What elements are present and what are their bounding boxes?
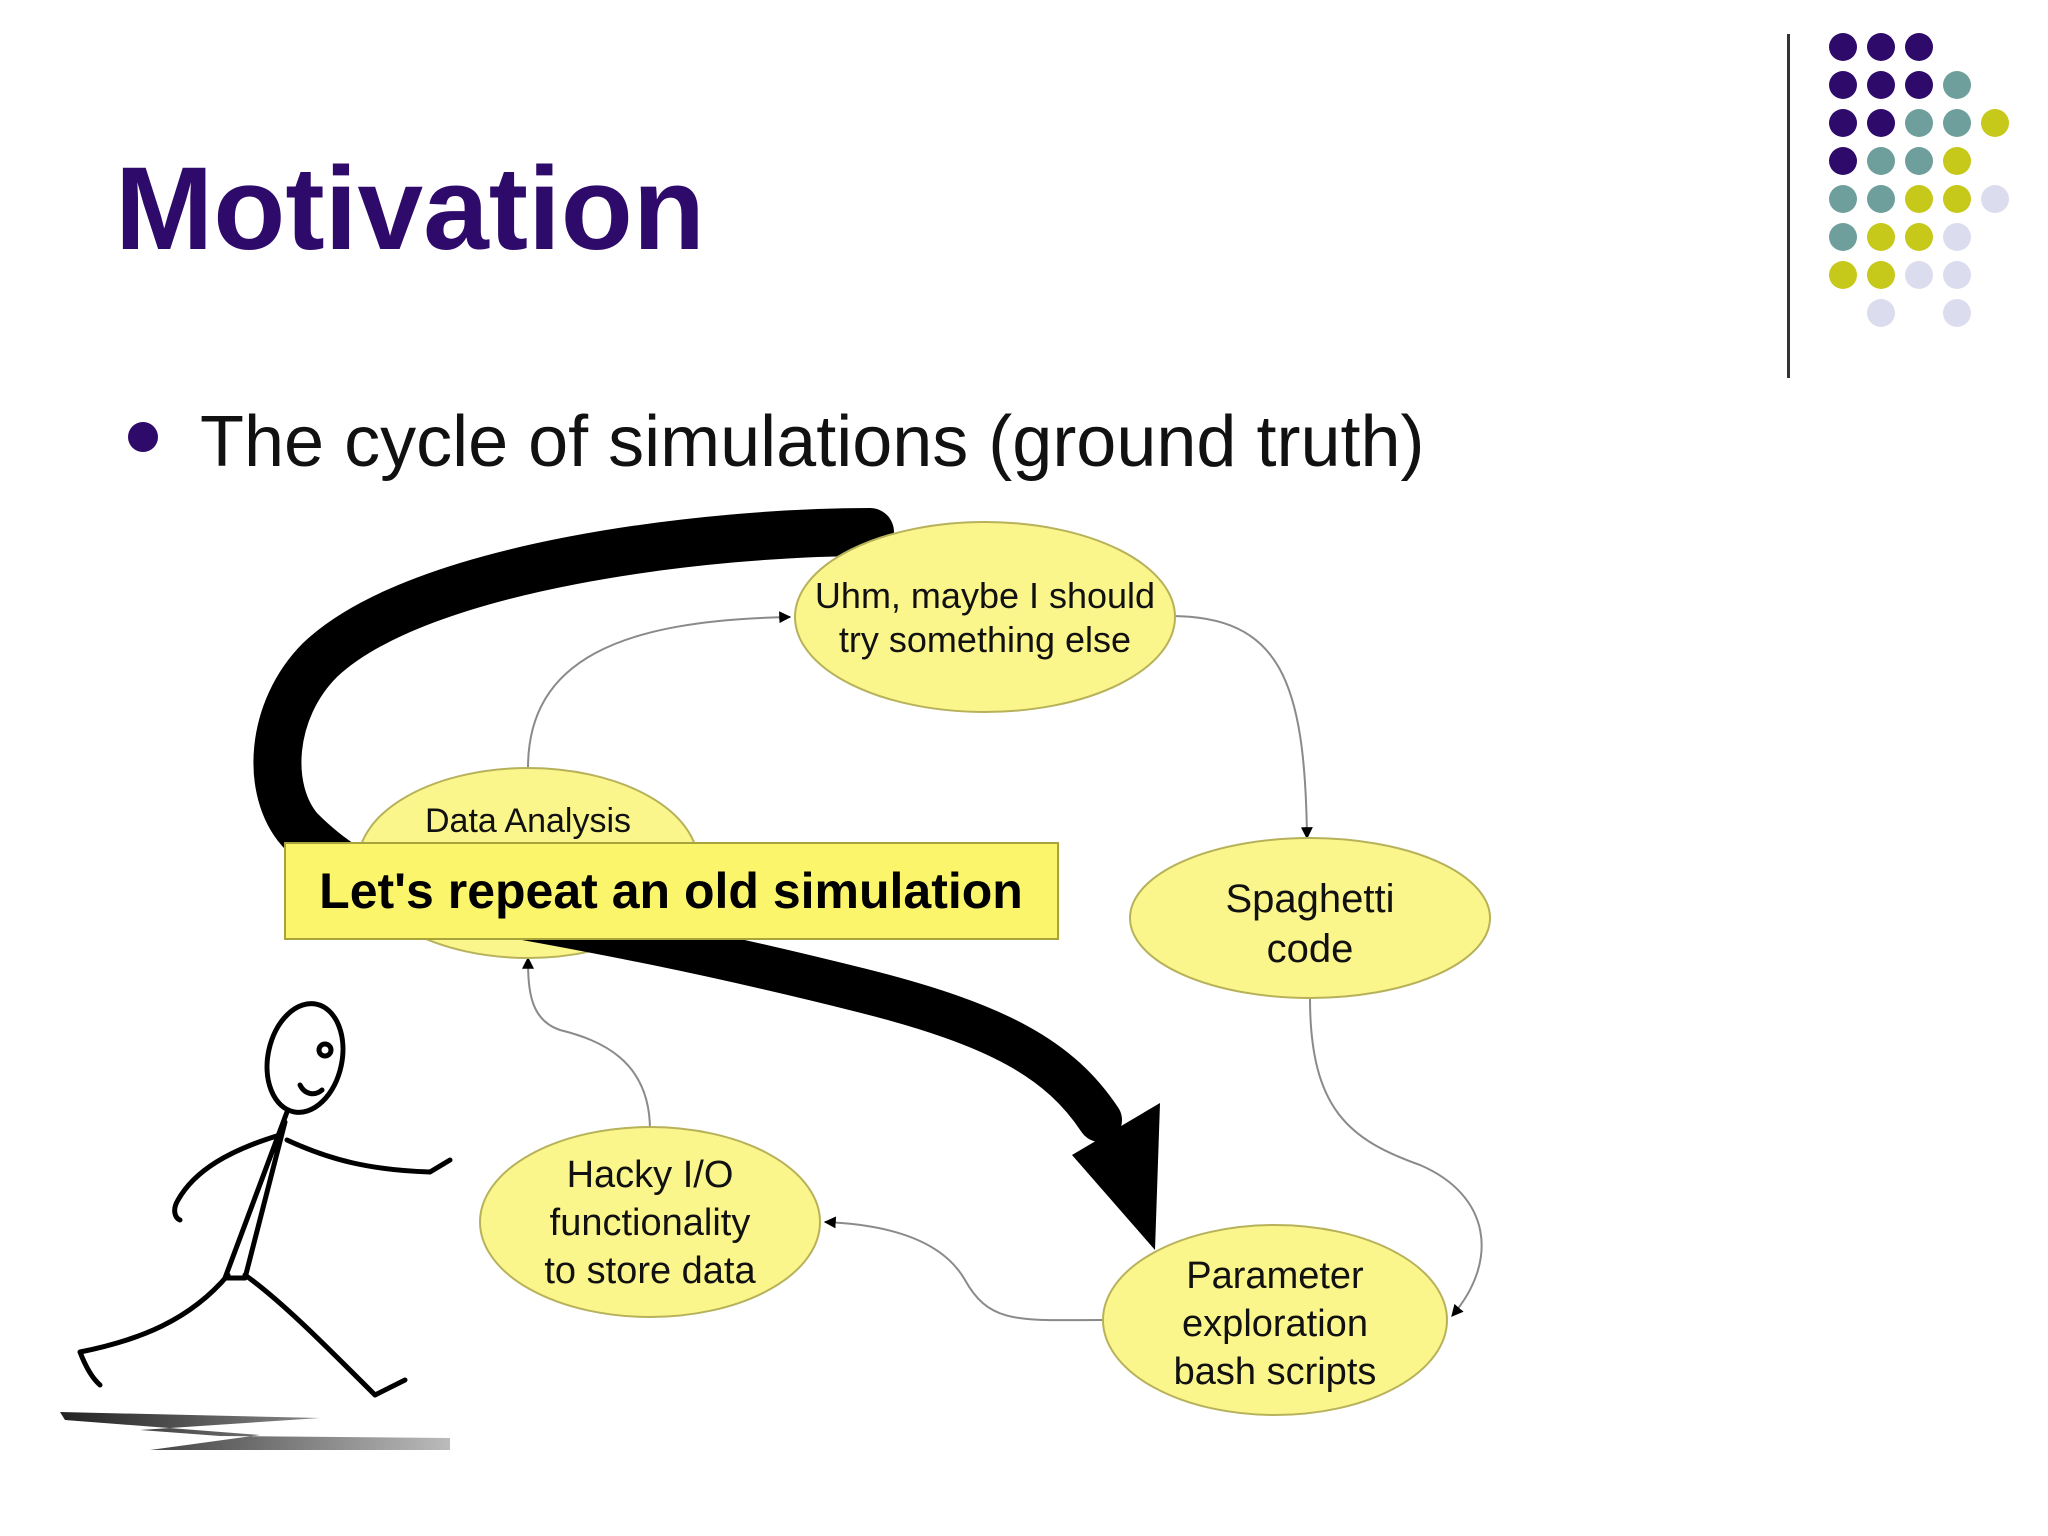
logo-dot [1943,147,1971,175]
node-hacky-line2: functionality [550,1202,751,1244]
node-uhm-line2: try something else [839,619,1131,660]
bullet-text: The cycle of simulations (ground truth) [200,402,1425,482]
node-parameter: Parameter exploration bash scripts [1102,1224,1448,1416]
cycle-connectors [522,611,1483,1322]
logo-dot [1867,71,1895,99]
logo-dot [1905,109,1933,137]
arrow-hacky-to-analysis [522,956,651,1131]
logo-dot [1867,147,1895,175]
node-hacky-io: Hacky I/O functionality to store data [479,1126,821,1318]
logo-dot [1867,299,1895,327]
logo-dot [1905,223,1933,251]
bullet-dot-icon [128,422,158,452]
arrow-parameter-to-hacky [823,1216,1105,1322]
logo-dot [1905,185,1933,213]
logo-dot [1905,71,1933,99]
logo-dot [1867,33,1895,61]
node-parameter-line2: exploration [1182,1303,1368,1345]
logo-dot [1981,109,2009,137]
node-uhm-line1: Uhm, maybe I should [815,575,1155,616]
logo-dot [1867,261,1895,289]
node-hacky-line3: to store data [544,1250,756,1292]
dot-grid-logo-icon [1829,33,2009,327]
slide-title: Motivation [115,143,705,275]
arrow-uhm-to-spaghetti [1169,615,1313,840]
node-spaghetti-line1: Spaghetti [1225,877,1394,921]
logo-dot [1829,185,1857,213]
logo-dot [1829,223,1857,251]
node-parameter-line3: bash scripts [1174,1351,1377,1393]
logo-dot [1829,261,1857,289]
arrow-analysis-to-uhm [527,611,792,769]
logo-dot [1943,299,1971,327]
big-arrow-head-icon [1072,1103,1160,1250]
logo-dot [1905,261,1933,289]
logo-dot [1943,261,1971,289]
logo-dot [1867,223,1895,251]
logo-dot [1867,185,1895,213]
node-parameter-line1: Parameter [1186,1255,1364,1297]
callout-text: Let's repeat an old simulation [319,863,1023,919]
node-hacky-line1: Hacky I/O [567,1154,734,1196]
logo-dot [1943,71,1971,99]
logo-dot [1943,109,1971,137]
logo-dot [1905,147,1933,175]
logo-dot [1943,223,1971,251]
running-stick-figure-icon [77,1001,453,1398]
callout-box: Let's repeat an old simulation [284,842,1059,940]
header-divider [1787,34,1790,378]
logo-dot [1867,109,1895,137]
motion-lines [60,1412,450,1450]
node-spaghetti: Spaghetti code [1129,837,1491,999]
logo-dot [1829,147,1857,175]
logo-dot [1829,109,1857,137]
node-data-analysis-label: Data Analysis [425,802,631,840]
arrow-spaghetti-to-parameter [1309,997,1483,1317]
node-uhm: Uhm, maybe I should try something else [794,521,1176,713]
logo-dot [1905,33,1933,61]
logo-dot [1943,185,1971,213]
logo-dot [1829,33,1857,61]
logo-dot [1981,185,2009,213]
logo-dot [1829,71,1857,99]
node-spaghetti-line2: code [1267,927,1354,971]
